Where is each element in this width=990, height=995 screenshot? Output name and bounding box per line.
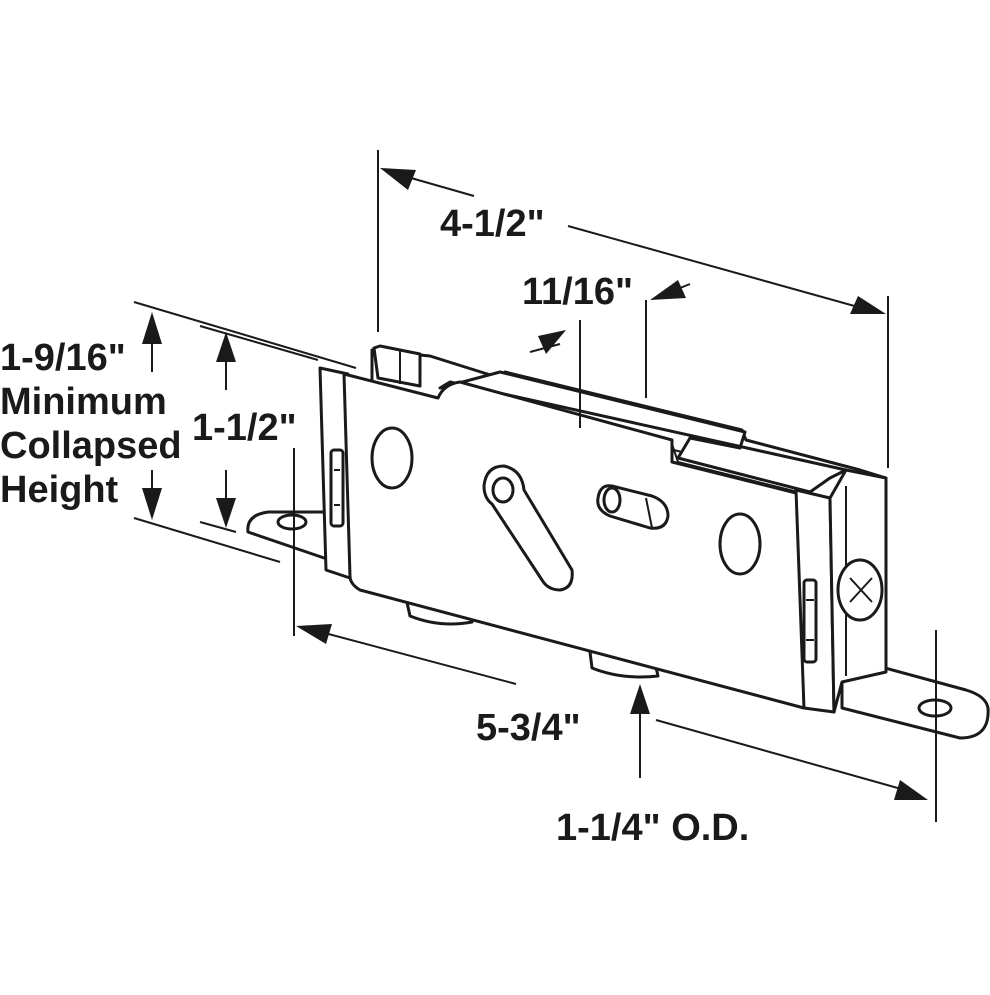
label-overall-length: 5-3/4" [476, 707, 581, 749]
label-min-collapsed-height-value: 1-9/16" [0, 337, 126, 379]
label-min-collapsed-height-line3: Collapsed [0, 425, 182, 467]
label-housing-height: 1-1/2" [192, 407, 297, 449]
plate-hole-left [370, 426, 414, 490]
label-wheel-diameter: 1-1/4" O.D. [556, 807, 749, 849]
rear-post [372, 344, 422, 388]
main-front-plate [342, 372, 806, 710]
label-min-collapsed-height-line4: Height [0, 469, 119, 511]
dimension-labels: 4-1/2" 11/16" 1-9/16" Minimum Collapsed … [0, 203, 749, 849]
roller-assembly [246, 344, 990, 740]
adjustment-slot-pin [602, 486, 622, 514]
label-housing-length: 4-1/2" [440, 203, 545, 245]
bracket-slot-left [329, 448, 345, 528]
mounting-tab-right [840, 666, 990, 740]
bracket-slot-right [802, 578, 818, 664]
plate-hole-right [718, 512, 762, 576]
label-min-collapsed-height-line2: Minimum [0, 381, 167, 423]
mounting-tab-left [246, 510, 332, 562]
mounting-hole-left [276, 513, 308, 531]
phillips-slot [849, 577, 873, 603]
label-housing-width: 11/16" [522, 271, 633, 313]
lever-pivot [491, 476, 515, 504]
dimension-lines [133, 150, 937, 822]
top-channel [438, 370, 848, 494]
